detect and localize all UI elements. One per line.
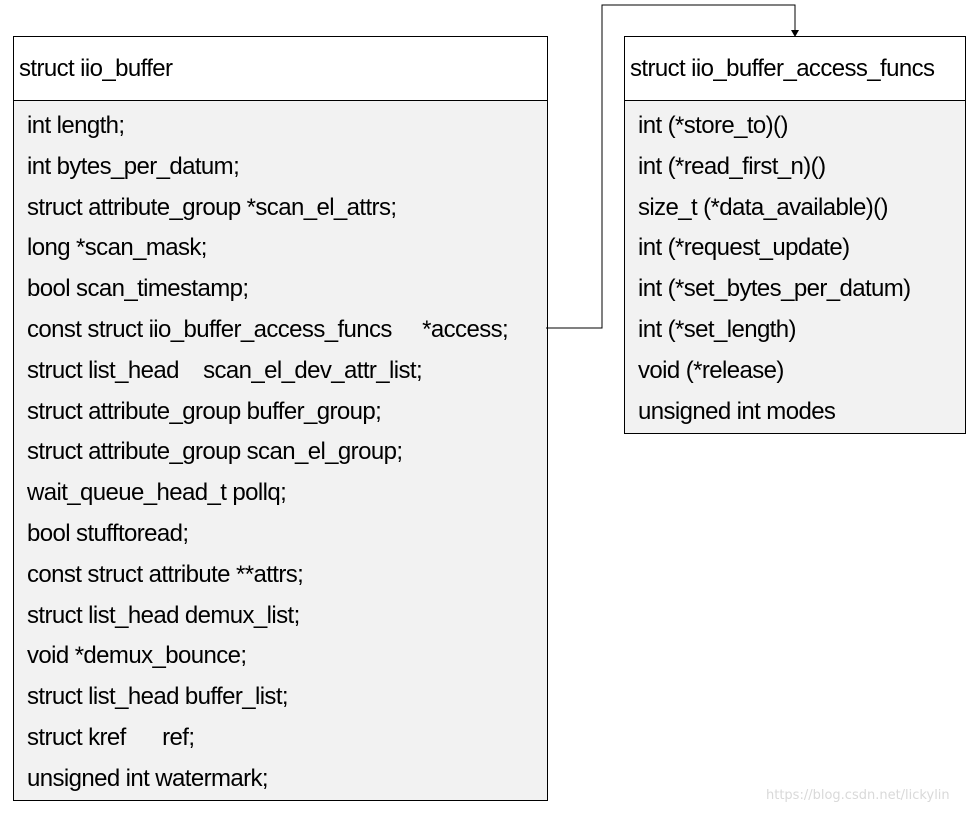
iio-buffer-access-funcs-struct-box: struct iio_buffer_access_funcs int (*sto… <box>624 36 966 434</box>
field-release: void (*release) <box>638 356 784 384</box>
field-modes: unsigned int modes <box>638 397 836 425</box>
field-demux-list: struct list_head demux_list; <box>27 601 300 629</box>
field-watermark: unsigned int watermark; <box>27 764 269 792</box>
field-stufftoread: bool stufftoread; <box>27 519 189 547</box>
watermark: https://blog.csdn.net/lickylin <box>766 788 950 803</box>
iio-buffer-struct-title: struct iio_buffer <box>14 37 547 101</box>
field-scan-el-attrs: struct attribute_group *scan_el_attrs; <box>27 193 397 221</box>
field-buffer-group: struct attribute_group buffer_group; <box>27 397 382 425</box>
field-pollq: wait_queue_head_t pollq; <box>27 479 287 507</box>
field-access: const struct iio_buffer_access_funcs *ac… <box>27 315 509 343</box>
field-data-available: size_t (*data_available)() <box>638 193 888 221</box>
field-demux-bounce: void *demux_bounce; <box>27 642 247 670</box>
field-set-length: int (*set_length) <box>638 315 797 343</box>
field-scan-el-group: struct attribute_group scan_el_group; <box>27 438 403 466</box>
field-scan-el-dev-attr-list: struct list_head scan_el_dev_attr_list; <box>27 356 423 384</box>
field-scan-timestamp: bool scan_timestamp; <box>27 275 249 303</box>
field-store-to: int (*store_to)() <box>638 112 788 139</box>
field-buffer-list: struct list_head buffer_list; <box>27 683 289 711</box>
field-bytes-per-datum: int bytes_per_datum; <box>27 152 240 180</box>
field-set-bytes-per-datum: int (*set_bytes_per_datum) <box>638 275 911 303</box>
field-scan-mask: long *scan_mask; <box>27 234 207 262</box>
access-funcs-field-list: int (*store_to)() int (*read_first_n)() … <box>625 101 965 432</box>
field-length: int length; <box>27 112 125 139</box>
iio-buffer-field-list: int length; int bytes_per_datum; struct … <box>14 101 547 800</box>
iio-buffer-struct-box: struct iio_buffer int length; int bytes_… <box>13 36 548 801</box>
field-ref: struct kref ref; <box>27 723 195 751</box>
iio-buffer-access-funcs-struct-title: struct iio_buffer_access_funcs <box>625 37 965 101</box>
field-read-first-n: int (*read_first_n)() <box>638 152 826 180</box>
field-attrs: const struct attribute **attrs; <box>27 560 304 588</box>
field-request-update: int (*request_update) <box>638 234 850 262</box>
